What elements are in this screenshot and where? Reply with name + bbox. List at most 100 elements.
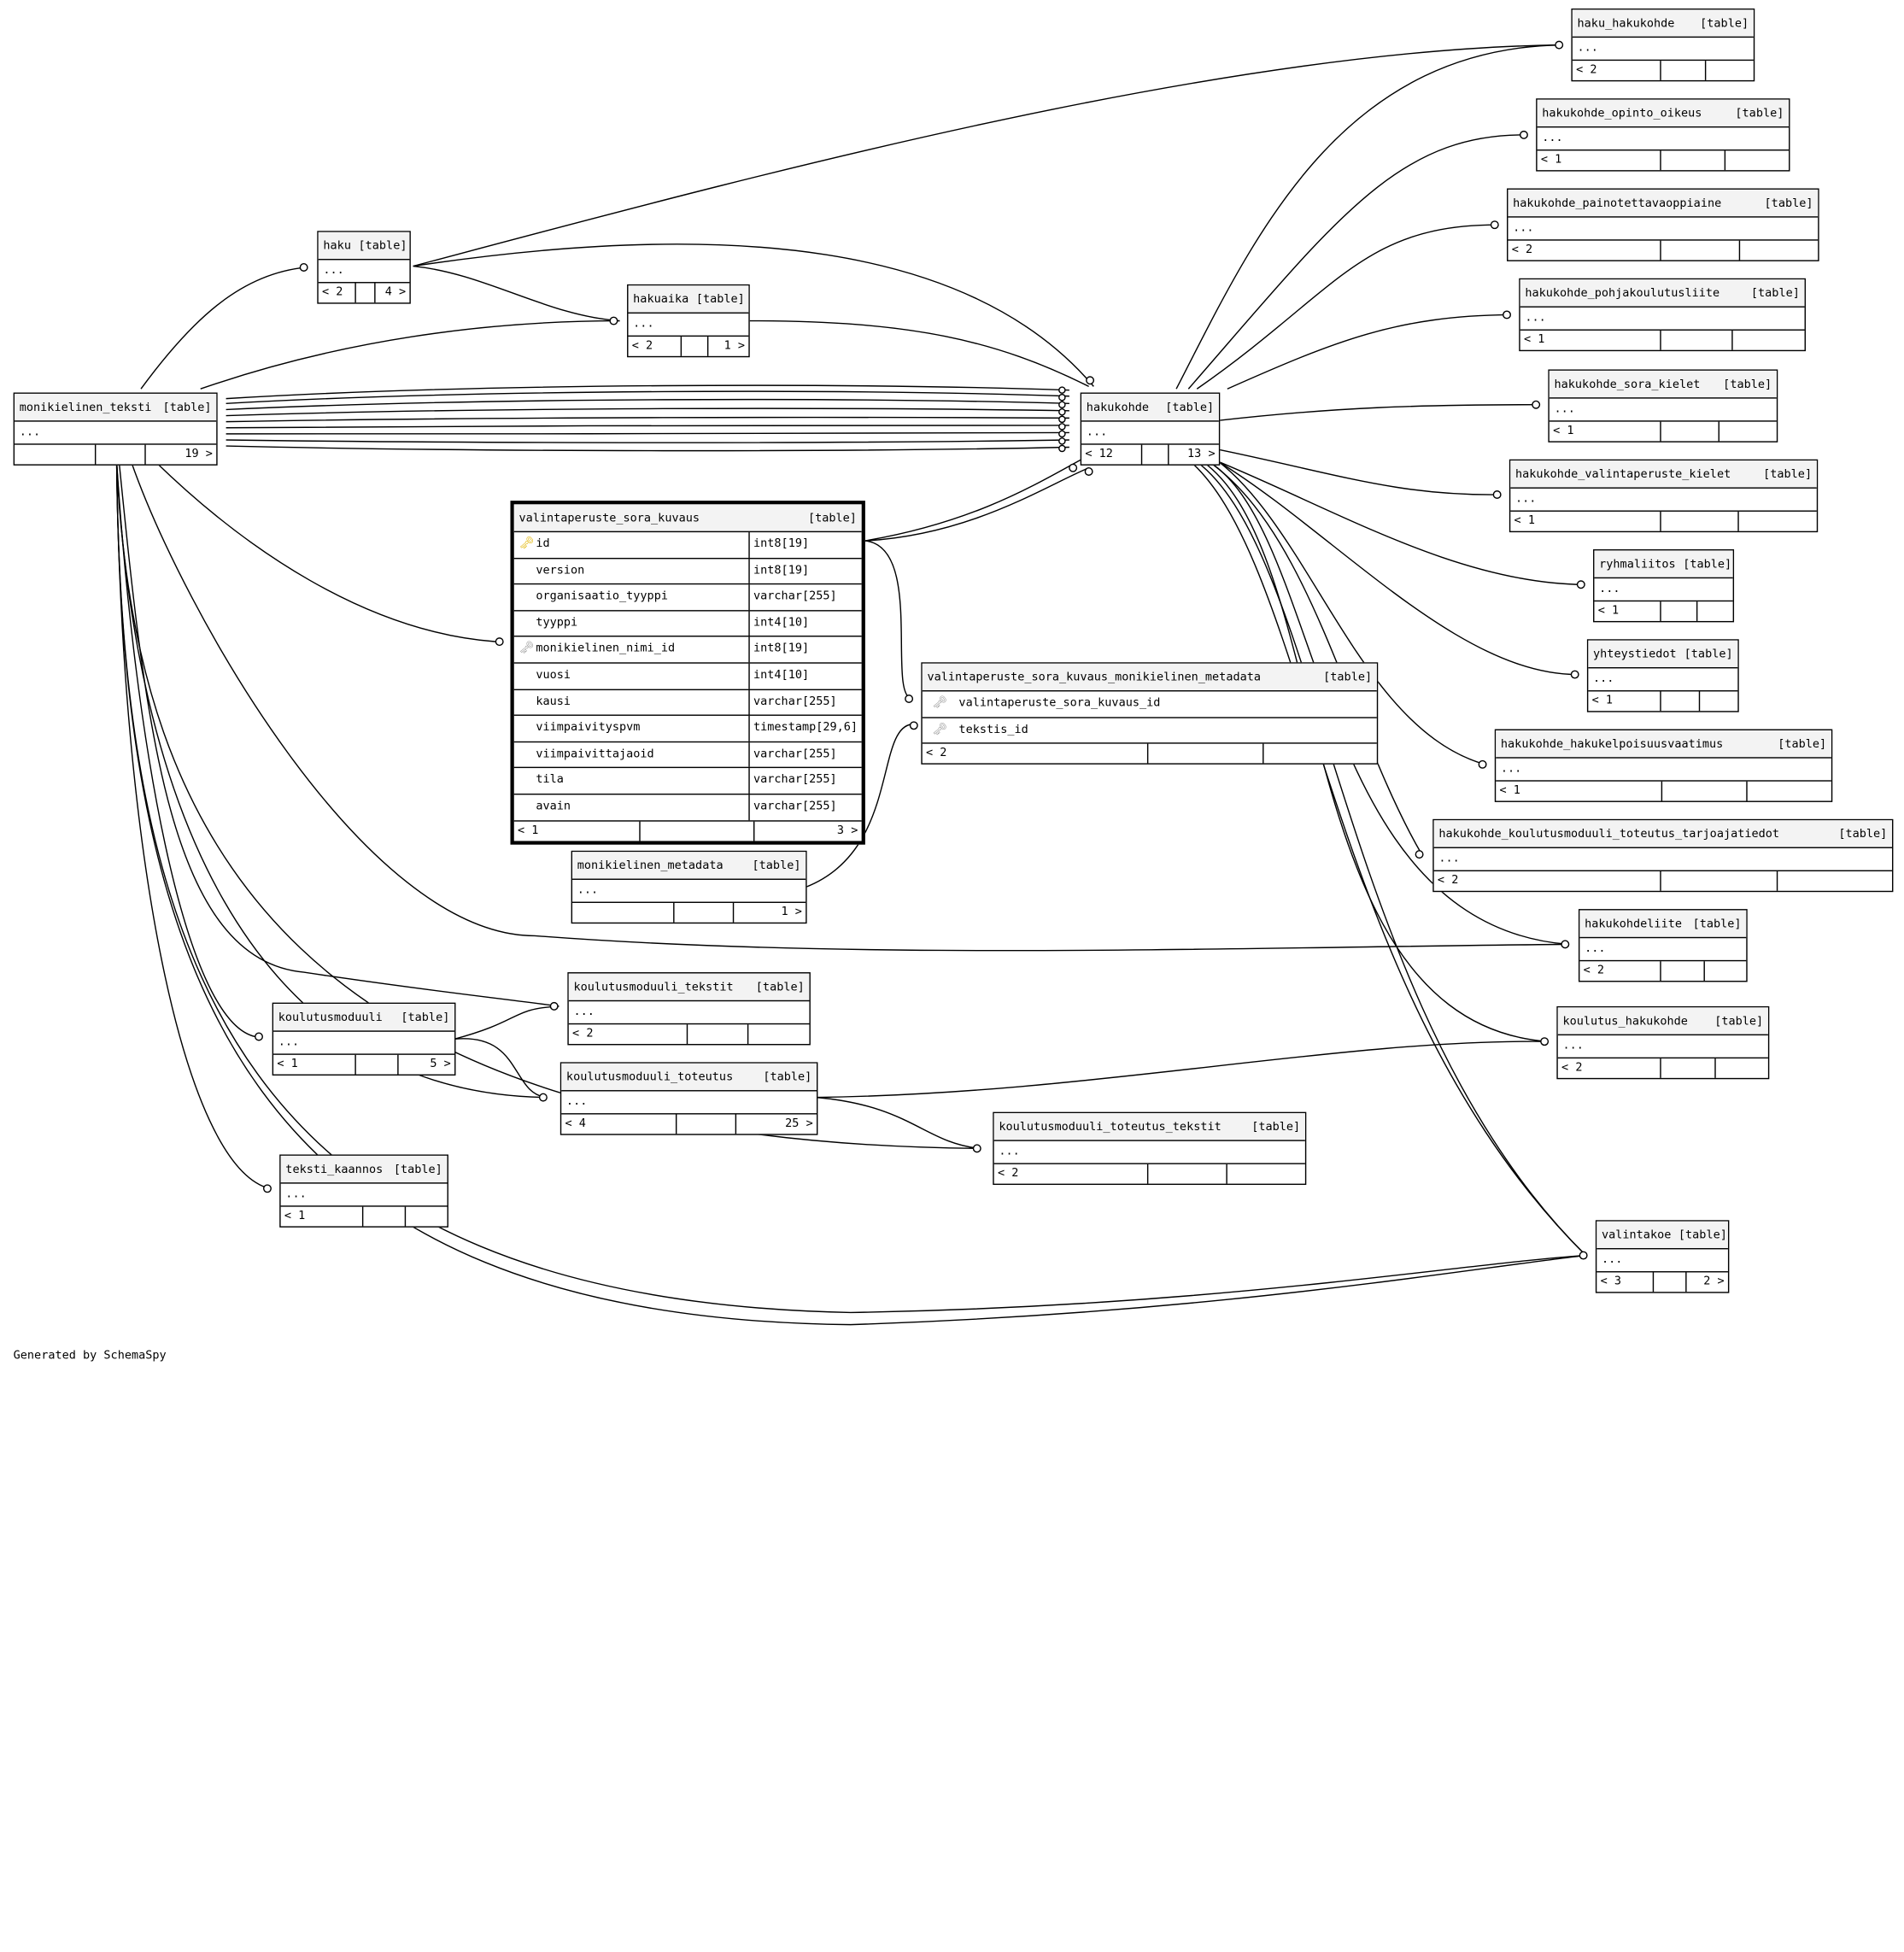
table-name: koulutus_hakukohde (1562, 1014, 1688, 1028)
table-tag: [table] (1692, 917, 1742, 931)
table-name: valintaperuste_sora_kuvaus_monikielinen_… (927, 670, 1262, 684)
table-tag: [table] (1723, 377, 1772, 391)
foot-parents: < 2 (923, 743, 1149, 764)
table-hakukohde-koulutusmoduuli-toteutus-tarjoajatiedot[interactable]: hakukohde_koulutusmoduuli_toteutus_tarjo… (1432, 818, 1894, 893)
table-name: hakukohde (1086, 400, 1150, 414)
foot-parents: < 1 (1520, 330, 1661, 350)
table-body: ... (280, 1184, 448, 1207)
table-tag: [table] (1714, 1014, 1764, 1028)
foot-children (406, 1207, 447, 1227)
table-koulutus-hakukohde[interactable]: koulutus_hakukohde[table] ... < 2 (1556, 1005, 1770, 1080)
foot-mid (1654, 1272, 1687, 1293)
table-haku-hakukohde[interactable]: haku_hakukohde[table] ... < 2 (1571, 8, 1755, 82)
foot-mid (1661, 150, 1726, 171)
table-yhteystiedot[interactable]: yhteystiedot[table] ... < 1 (1586, 639, 1739, 712)
foot-parents: < 1 (281, 1206, 364, 1227)
table-tag: [table] (807, 511, 857, 525)
foot-mid (1661, 511, 1739, 531)
column-name: kausi (536, 695, 571, 708)
foot-parents: < 2 (628, 337, 683, 356)
table-name: hakukohde_pohjakoulutusliite (1525, 286, 1720, 300)
table-hakukohde-sora-kielet[interactable]: hakukohde_sora_kielet[table] ... < 1 (1548, 369, 1778, 443)
table-tag: [table] (1735, 106, 1784, 120)
foot-children: 25 > (785, 1117, 813, 1131)
table-name: valintakoe (1601, 1228, 1672, 1242)
table-name: valintaperuste_sora_kuvaus (518, 511, 700, 525)
table-monikielinen-teksti[interactable]: monikielinen_teksti[table] ... 19 > (13, 392, 218, 466)
foot-mid (641, 821, 755, 841)
table-name: koulutusmoduuli_toteutus_tekstit (999, 1119, 1221, 1134)
table-hakukohde-pohjakoulutusliite[interactable]: hakukohde_pohjakoulutusliite[table] ... … (1519, 278, 1806, 352)
foot-mid (1661, 601, 1698, 621)
table-body: ... (318, 260, 410, 284)
column-name-cell: viimpaivityspvm (514, 716, 750, 742)
column-name: tyyppi (536, 615, 578, 630)
table-ryhmaliitos[interactable]: ryhmaliitos[table] ... < 1 (1593, 549, 1735, 623)
table-hakukohde-valintaperuste-kielet[interactable]: hakukohde_valintaperuste_kielet[table] .… (1509, 459, 1819, 533)
table-tag: [table] (1778, 736, 1827, 751)
foot-parents: < 1 (1550, 421, 1661, 442)
table-body: ... (1537, 127, 1790, 151)
foot-children (1740, 241, 1818, 261)
table-tag: [table] (1678, 1228, 1727, 1242)
foot-mid (1661, 330, 1733, 350)
column-name: vuosi (536, 668, 571, 683)
table-tag: [table] (1251, 1119, 1301, 1134)
table-name: koulutusmoduuli_tekstit (573, 980, 734, 994)
table-koulutusmoduuli-tekstit[interactable]: koulutusmoduuli_tekstit[table] ... < 2 (567, 972, 811, 1046)
table-body: ... (1081, 422, 1219, 445)
table-monikielinen-metadata[interactable]: monikielinen_metadata[table] ... 1 > (571, 850, 807, 924)
foot-children (1706, 61, 1753, 80)
table-name: teksti_kaannos (285, 1162, 384, 1176)
table-name: ryhmaliitos (1599, 557, 1676, 571)
foot-mid (1148, 1164, 1227, 1184)
foot-children: 1 > (724, 338, 746, 353)
foot-mid (677, 1114, 737, 1134)
foot-mid (96, 444, 146, 465)
table-name: hakukohde_koulutusmoduuli_toteutus_tarjo… (1438, 827, 1780, 841)
foot-parents: < 1 (514, 821, 641, 841)
table-hakukohdeliite[interactable]: hakukohdeliite[table] ... < 2 (1578, 909, 1748, 982)
table-teksti-kaannos[interactable]: teksti_kaannos [table] ... < 1 (279, 1154, 448, 1228)
column-row: 🗝tekstis_id (922, 718, 1377, 744)
foot-children: 5 > (430, 1057, 451, 1071)
table-hakukohde-opinto-oikeus[interactable]: hakukohde_opinto_oikeus[table] ... < 1 (1536, 98, 1790, 172)
column-type: int4[10] (753, 668, 810, 683)
table-hakukohde-hakukelpoisuusvaatimus[interactable]: hakukohde_hakukelpoisuusvaatimus[table] … (1494, 729, 1833, 802)
foot-children (1748, 782, 1831, 801)
foot-parents: < 4 (561, 1114, 677, 1134)
foot-children (1778, 871, 1892, 891)
column-name-cell: organisaatio_tyyppi (514, 584, 750, 610)
foot-children: 13 > (1187, 447, 1216, 461)
table-body: ... (1572, 38, 1754, 62)
column-name-cell: avain (514, 794, 750, 820)
table-koulutusmoduuli-toteutus-tekstit[interactable]: koulutusmoduuli_toteutus_tekstit[table] … (993, 1111, 1307, 1186)
table-valintaperuste-sora-kuvaus-monikielinen-metadata[interactable]: valintaperuste_sora_kuvaus_monikielinen_… (921, 662, 1379, 765)
table-body: ... (1520, 308, 1805, 331)
table-body: ... (561, 1091, 817, 1115)
table-name: hakukohde_hakukelpoisuusvaatimus (1500, 736, 1724, 751)
foot-mid (1661, 421, 1719, 442)
foot-children (1716, 1058, 1768, 1078)
table-body: ... (1594, 578, 1733, 602)
table-hakukohde-painotettavaoppiaine[interactable]: hakukohde_painotettavaoppiaine[table] ..… (1507, 188, 1819, 261)
column-row: vuosi int4[10] (513, 663, 862, 690)
foot-children: 3 > (836, 823, 858, 837)
foot-parents: < 2 (994, 1164, 1149, 1184)
table-tag: [table] (1763, 466, 1813, 481)
table-body: ... (1496, 759, 1831, 782)
column-type: varchar[255] (753, 799, 837, 813)
table-tag: [table] (393, 1162, 442, 1176)
foot-parents: < 2 (1579, 961, 1661, 982)
foot-parents: < 12 (1081, 444, 1143, 465)
column-name-cell: vuosi (514, 663, 750, 689)
